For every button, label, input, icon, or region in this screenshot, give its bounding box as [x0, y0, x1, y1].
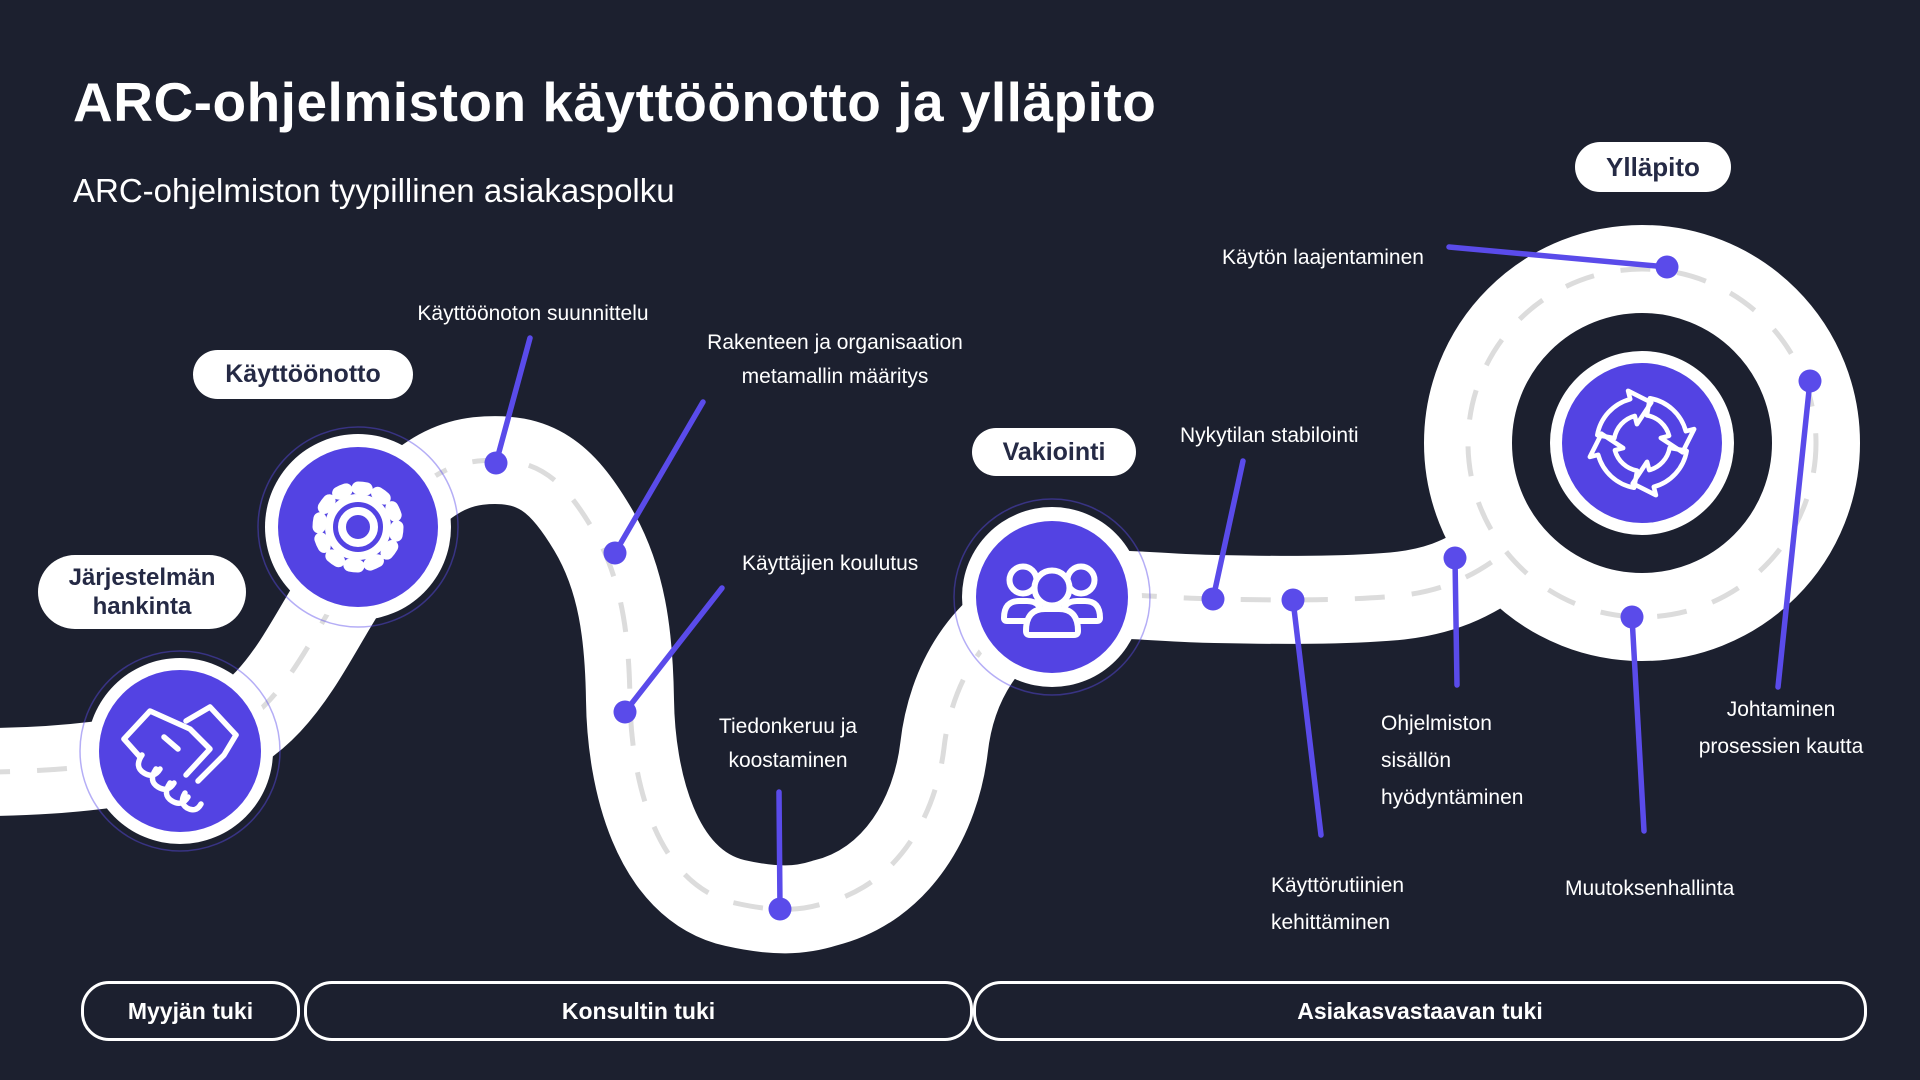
halo-ring	[257, 426, 459, 628]
node-disc	[278, 447, 438, 607]
connector-kayttorutiinien	[1290, 597, 1324, 838]
milestone-label-muutoksenhallinta: Muutoksenhallinta	[1565, 877, 1735, 900]
page-title: ARC-ohjelmiston käyttöönotto ja ylläpito	[73, 71, 1157, 133]
dot-nykytilan	[1201, 587, 1225, 611]
team-icon	[1001, 563, 1103, 638]
dot-johtaminen	[1798, 369, 1822, 393]
milestone-label-nykytilan: Nykytilan stabilointi	[1180, 424, 1359, 447]
milestone-label-kayton-laajentaminen: Käytön laajentaminen	[1222, 246, 1424, 269]
dot-kayttajien-koulutus	[613, 700, 637, 724]
dot-kayttorutiinien	[1281, 588, 1305, 612]
node-kayttoonotto	[265, 434, 451, 620]
connector-ohjelmiston	[1452, 555, 1460, 688]
gear-icon	[312, 481, 404, 573]
node-halos	[79, 426, 1151, 852]
milestone-label-tiedonkeruu: Tiedonkeruu ja koostaminen	[718, 715, 858, 772]
road-loop-centerline	[1465, 266, 1819, 620]
dot-muutoksenhallinta	[1620, 605, 1644, 629]
connector-muutoksenhallinta	[1629, 614, 1647, 834]
node-disc	[1562, 363, 1722, 523]
milestone-label-ohjelmiston: Ohjelmiston sisällön hyödyntäminen	[1381, 712, 1524, 809]
page-subtitle: ARC-ohjelmiston tyypillinen asiakaspolku	[73, 172, 675, 209]
stage-pill-kayttoonotto: Käyttöönotto	[193, 350, 413, 399]
stage-pill-vakiointi: Vakiointi	[972, 428, 1136, 476]
milestone-dots	[484, 255, 1822, 921]
halo-ring	[79, 650, 281, 852]
node-vakiointi	[962, 507, 1142, 687]
node-yllapito	[1550, 351, 1734, 535]
node-jarjestelman-hankinta	[87, 658, 273, 844]
dot-kayttoonoton-suunnittelu	[484, 451, 508, 475]
dot-rakenteen	[603, 541, 627, 565]
support-pill-konsultin-tuki: Konsultin tuki	[304, 981, 973, 1041]
stage-pill-yllapito: Ylläpito	[1575, 142, 1731, 192]
stage-pill-jarjestelman-hankinta: Järjestelmän hankinta	[38, 555, 246, 629]
connector-tiedonkeruu	[776, 789, 783, 912]
connector-kayton-laajentaminen	[1446, 244, 1670, 270]
dot-tiedonkeruu	[768, 897, 792, 921]
support-pill-myyjan-tuki: Myyjän tuki	[81, 981, 300, 1041]
support-pill-asiakasvastaavan-tuki: Asiakasvastaavan tuki	[973, 981, 1867, 1041]
dot-kayton-laajentaminen	[1655, 255, 1679, 279]
cycle-arrows-icon	[1590, 391, 1694, 498]
connector-kayttoonoton-suunnittelu	[493, 335, 533, 466]
connector-nykytilan	[1210, 458, 1246, 602]
connector-johtaminen	[1775, 378, 1813, 690]
connector-rakenteen	[612, 399, 706, 556]
halo-ring	[953, 498, 1151, 696]
milestone-label-kayttorutiinien: Käyttörutiinien kehittäminen	[1271, 874, 1405, 934]
milestone-label-rakenteen: Rakenteen ja organisaation metamallin mä…	[707, 331, 963, 388]
connector-kayttajien-koulutus	[622, 585, 725, 715]
handshake-icon	[121, 704, 239, 813]
milestone-label-johtaminen: Johtaminen prosessien kautta	[1698, 698, 1864, 758]
milestone-connectors	[493, 244, 1813, 912]
milestone-label-kayttoonoton-suunnittelu: Käyttöönoton suunnittelu	[417, 302, 649, 325]
milestone-label-kayttajien-koulutus: Käyttäjien koulutus	[742, 552, 919, 575]
node-disc	[99, 670, 261, 832]
dot-ohjelmiston	[1443, 546, 1467, 570]
